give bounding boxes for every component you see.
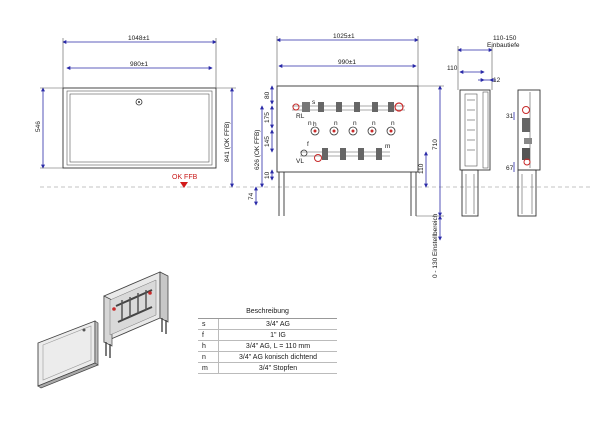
dim-145: 145 bbox=[264, 136, 271, 147]
dim-depth-label: Einbautiefe bbox=[487, 42, 520, 49]
label-n-4: n bbox=[372, 120, 376, 127]
legend-value: 3/4" Stopfen bbox=[218, 362, 337, 374]
dim-110: 110 bbox=[418, 163, 425, 174]
dim-80: 80 bbox=[264, 91, 271, 99]
ok-ffb-marker-icon bbox=[180, 182, 188, 188]
dim-depth-range: 110-150 bbox=[493, 35, 517, 42]
label-rl: RL bbox=[296, 113, 305, 120]
supply-valves bbox=[300, 148, 382, 162]
label-vl: VL bbox=[296, 158, 304, 165]
legend-value: 1" IG bbox=[218, 329, 337, 341]
dim-side-67: 67 bbox=[506, 165, 514, 172]
legend-value: 3/4" AG konisch dichtend bbox=[218, 351, 337, 363]
legend-title: Beschreibung bbox=[198, 305, 337, 319]
dim-front-outer: 1048±1 bbox=[128, 35, 150, 42]
dim-side-31: 31 bbox=[506, 113, 514, 120]
label-n: n bbox=[308, 120, 312, 127]
lock-icon bbox=[135, 98, 143, 106]
label-n-5: n bbox=[391, 120, 395, 127]
legend-key: n bbox=[198, 351, 219, 363]
dim-626: 626 (OK FFB) bbox=[254, 130, 261, 170]
manifold-view: n h n n n n s RL VL f m 1025±1 990±1 80 … bbox=[248, 33, 444, 278]
label-f: f bbox=[307, 141, 309, 148]
dim-front-height: 546 bbox=[35, 121, 42, 132]
legend-key: s bbox=[198, 318, 219, 330]
dim-manifold-outer: 1025±1 bbox=[333, 33, 355, 40]
ok-ffb-label: OK FFB bbox=[172, 174, 198, 181]
return-valves bbox=[292, 102, 404, 112]
legend-value: 3/4" AG bbox=[218, 318, 337, 330]
dim-front-inner: 980±1 bbox=[130, 61, 148, 68]
isometric-door bbox=[37, 320, 99, 389]
isometric-manifold-box bbox=[103, 271, 169, 358]
label-m: m bbox=[385, 143, 390, 150]
dim-front-okffb: 841 (OK FFB) bbox=[224, 122, 231, 162]
legend-key: f bbox=[198, 329, 219, 341]
dim-10: 10 bbox=[264, 171, 271, 179]
side-section-view: 31 67 bbox=[506, 89, 541, 217]
legend-key: m bbox=[198, 362, 219, 374]
label-n-3: n bbox=[353, 120, 357, 127]
dim-side-110: 110 bbox=[447, 65, 458, 72]
dim-710: 710 bbox=[432, 139, 439, 150]
dim-adjustment-range: 0 - 130 Einstellbereich bbox=[432, 213, 439, 278]
outlet-fittings bbox=[310, 126, 396, 136]
label-h: h bbox=[313, 121, 317, 128]
legend-key: h bbox=[198, 340, 219, 352]
side-view: 110-150 Einbautiefe 110 12 bbox=[447, 35, 520, 217]
dim-175: 175 bbox=[264, 112, 271, 123]
label-s: s bbox=[312, 99, 316, 106]
dim-manifold-inner: 990±1 bbox=[338, 59, 356, 66]
front-view-door: 1048±1 980±1 546 841 (OK FFB) OK FFB bbox=[35, 35, 236, 188]
label-n-2: n bbox=[334, 120, 338, 127]
dim-74: 74 bbox=[248, 192, 255, 200]
dim-side-12: 12 bbox=[493, 77, 501, 84]
legend-value: 3/4" AG, L = 110 mm bbox=[218, 340, 337, 352]
